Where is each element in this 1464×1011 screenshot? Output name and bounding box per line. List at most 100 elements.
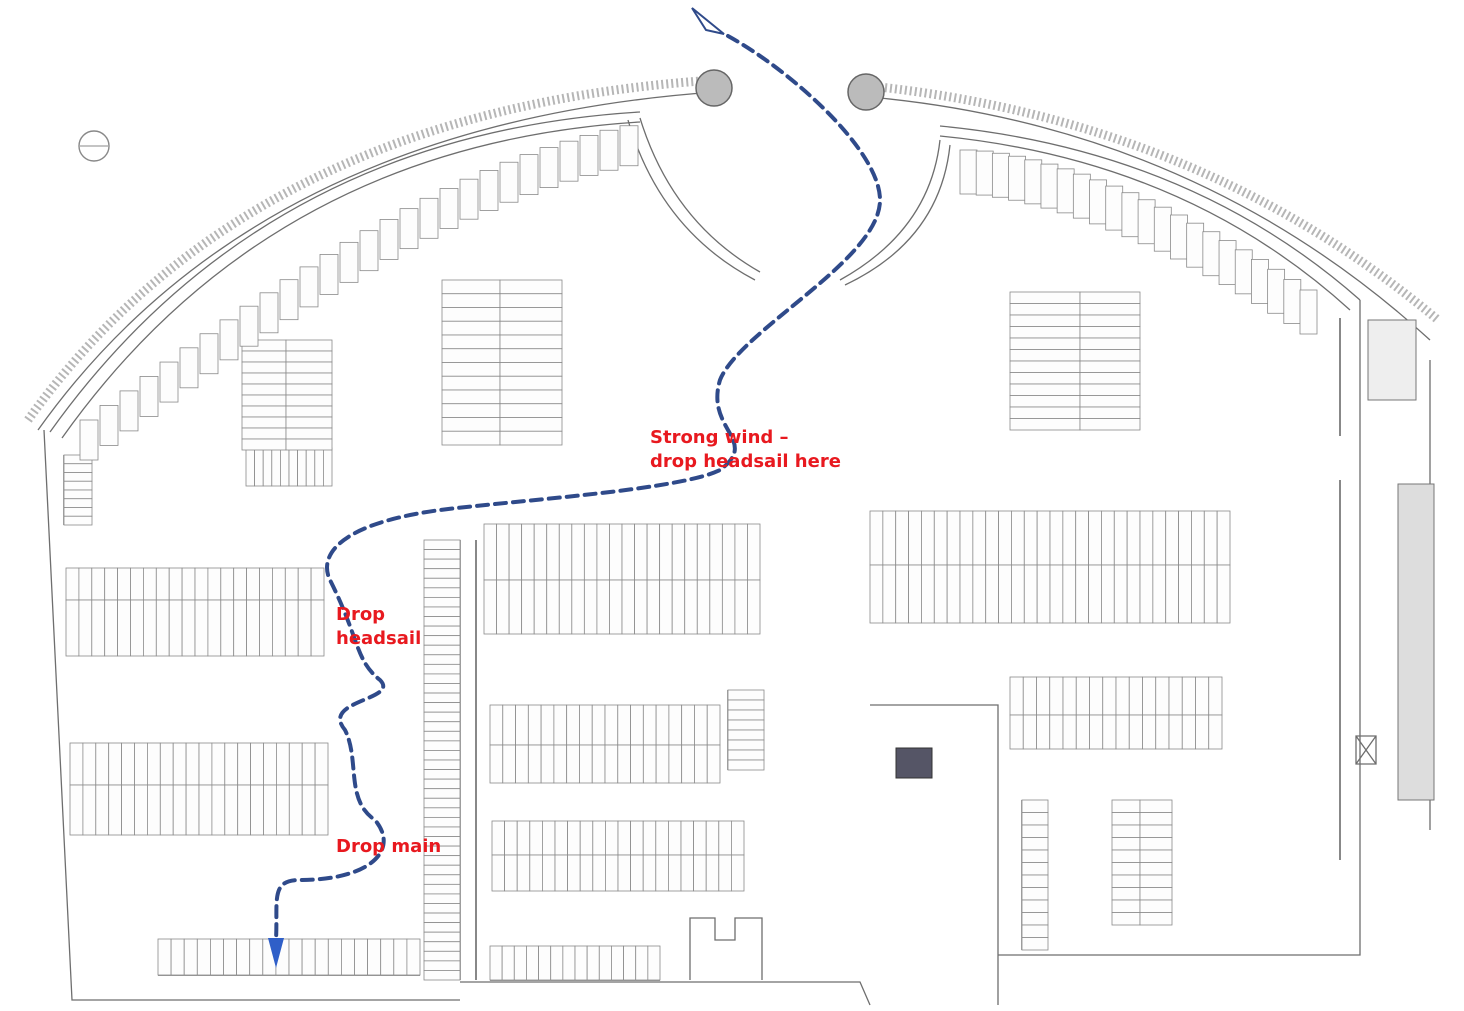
berth-slip [380, 938, 395, 976]
berth-slip [630, 744, 644, 784]
berth-slip [459, 178, 479, 220]
berth-slip [502, 744, 516, 784]
berth-slip [1072, 173, 1091, 219]
berth-slip [1155, 676, 1170, 716]
berth-slip [630, 820, 644, 856]
berth-slip [1101, 510, 1115, 566]
berth-slip [119, 390, 139, 432]
berth-slip [959, 510, 974, 566]
berth-slip [489, 744, 504, 784]
berth-slip [142, 599, 157, 657]
berth-slip [596, 523, 610, 581]
berth-slip [319, 254, 339, 295]
berth-slip [423, 539, 461, 550]
berth-slip [508, 523, 523, 581]
annotation-drop-headsail-2: headsail [336, 628, 421, 649]
berth-slip [168, 567, 183, 601]
berth-slip [285, 339, 333, 352]
berth-slip [908, 564, 922, 624]
berth-slip [1208, 676, 1223, 716]
berth-slip [1139, 899, 1173, 913]
berth-slip [617, 744, 631, 784]
berth-slip [959, 149, 978, 195]
berth-slip [693, 854, 707, 892]
berth-slip [237, 742, 251, 786]
berth-slip [1062, 714, 1077, 750]
berth-slip [241, 427, 287, 440]
berth-slip [1022, 714, 1037, 750]
berth-slip [684, 523, 698, 581]
berth-slip [241, 438, 287, 451]
berth-slip [297, 599, 312, 657]
annotation-strong-wind: Strong wind – [650, 427, 789, 448]
berth-slip [250, 784, 264, 836]
berth-slip [546, 523, 560, 581]
berth-slip [423, 750, 461, 761]
berth-slip [515, 744, 529, 784]
berth-slip [1111, 887, 1141, 901]
berth-slip [288, 447, 299, 487]
berth-slip [423, 864, 461, 876]
berth-slip [423, 950, 461, 962]
berth-slip [241, 361, 287, 374]
berth-slip [1036, 510, 1051, 566]
berth-slip [241, 350, 287, 363]
berth-slip [423, 625, 461, 637]
berth-slip [423, 683, 461, 694]
berth-slip [379, 219, 399, 260]
berth-slip [1009, 337, 1081, 350]
berth-slip [529, 820, 543, 856]
berth-slip [635, 945, 649, 981]
berth-slip [1128, 676, 1143, 716]
entrance-arm-left [627, 117, 761, 281]
berth-slip [1178, 564, 1192, 624]
berth-slip [1021, 824, 1049, 838]
berth-slip [1008, 155, 1026, 201]
berth-slip [423, 922, 461, 933]
berth-slip [1021, 799, 1049, 813]
berth-slip [279, 279, 299, 321]
berth-slip [671, 523, 686, 581]
berth-slip [340, 938, 355, 976]
berth-slip [1121, 192, 1140, 238]
berth-slip [305, 447, 316, 487]
berth-slip [671, 579, 686, 635]
berth-slip [423, 769, 461, 780]
berth-slip [1115, 714, 1130, 750]
berth-slip [499, 279, 563, 295]
berth-slip [441, 320, 501, 336]
berth-slip [299, 266, 319, 308]
berth-slip [271, 567, 286, 601]
berth-slip [211, 784, 226, 836]
berth-slip [1139, 564, 1154, 624]
berth-slip [1079, 360, 1141, 373]
berth-slip [933, 510, 948, 566]
berth-slip [207, 567, 222, 601]
berth-slip [1165, 510, 1179, 566]
berth-slip [1089, 179, 1107, 225]
berth-slip [533, 523, 548, 581]
berth-slip [1036, 564, 1051, 624]
berth-slip [596, 579, 610, 635]
berth-slip [521, 523, 535, 581]
berth-slip [423, 568, 461, 579]
shoreline [43, 300, 1431, 1006]
berth-slip [1009, 326, 1081, 339]
berth-slip [642, 744, 657, 784]
berth-slip [159, 742, 174, 786]
berth-slip [975, 150, 994, 196]
berth-slip [1137, 199, 1156, 245]
berth-slip [479, 170, 499, 211]
berth-slip [139, 376, 159, 417]
berth-slip [499, 430, 563, 446]
berth-slip [441, 362, 501, 377]
berth-slip [69, 784, 84, 836]
berth-slip [991, 152, 1010, 198]
berth-slip [1267, 268, 1286, 314]
berth-slip [78, 567, 93, 601]
berth-slip [623, 945, 637, 981]
berth-slip [419, 197, 439, 239]
berth-slip [285, 383, 333, 396]
breakwater-left [24, 69, 733, 439]
berth-slip [604, 744, 619, 784]
